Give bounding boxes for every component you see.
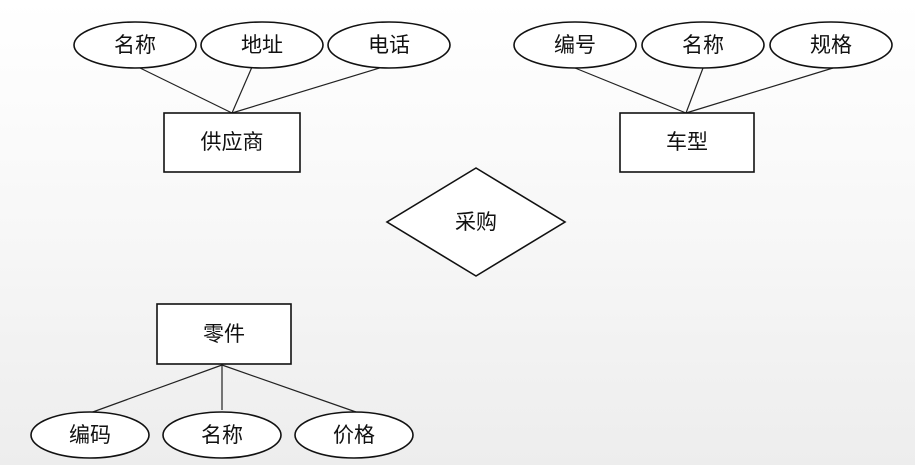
relationship-purchase: 采购 [385, 167, 567, 277]
entity-part-box [156, 303, 292, 365]
relationship-purchase-diamond [385, 167, 567, 277]
attribute-part-name: 名称 [162, 411, 282, 459]
attribute-vehicle-model-spec-label: 规格 [810, 33, 852, 57]
attribute-supplier-address-oval [200, 21, 324, 69]
attribute-part-code: 编码 [30, 411, 150, 459]
attribute-supplier-name-oval [73, 21, 197, 69]
entity-vehicle-model: 车型 [619, 112, 755, 173]
attribute-vehicle-model-id: 编号 [513, 21, 637, 69]
attribute-vehicle-model-name-label: 名称 [682, 33, 724, 57]
entity-vehicle-model-label: 车型 [666, 130, 708, 154]
relationship-purchase-label: 采购 [455, 210, 497, 234]
attribute-supplier-name-label: 名称 [114, 33, 156, 57]
attribute-supplier-phone: 电话 [327, 21, 451, 69]
attribute-vehicle-model-spec-oval [769, 21, 893, 69]
attribute-part-price-oval [294, 411, 414, 459]
entity-part: 零件 [156, 303, 292, 365]
attribute-supplier-name: 名称 [73, 21, 197, 69]
vehicle-model-name-edge [685, 67, 704, 114]
attribute-part-name-label: 名称 [201, 423, 243, 447]
attribute-part-price: 价格 [294, 411, 414, 459]
vehicle-model-spec-edge [685, 67, 834, 114]
attribute-part-code-label: 编码 [69, 423, 111, 447]
supplier-address-edge [231, 66, 253, 114]
entity-part-label: 零件 [203, 322, 245, 346]
attribute-supplier-phone-label: 电话 [368, 33, 410, 57]
entity-supplier-box [163, 112, 301, 173]
part-price-edge [221, 364, 357, 413]
attribute-supplier-phone-oval [327, 21, 451, 69]
supplier-name-edge [137, 66, 233, 114]
part-code-edge [89, 364, 223, 414]
attribute-vehicle-model-name-oval [641, 21, 765, 69]
attribute-part-code-oval [30, 411, 150, 459]
attribute-vehicle-model-name: 名称 [641, 21, 765, 69]
vehicle-model-id-edge [574, 67, 687, 114]
attribute-vehicle-model-id-label: 编号 [554, 33, 596, 57]
supplier-phone-edge [231, 66, 384, 114]
attribute-supplier-address-label: 地址 [241, 33, 283, 57]
attribute-part-name-oval [162, 411, 282, 459]
entity-vehicle-model-box [619, 112, 755, 173]
attribute-supplier-address: 地址 [200, 21, 324, 69]
entity-supplier: 供应商 [163, 112, 301, 173]
attribute-part-price-label: 价格 [333, 423, 375, 447]
entity-supplier-label: 供应商 [201, 130, 264, 154]
attribute-vehicle-model-spec: 规格 [769, 21, 893, 69]
attribute-vehicle-model-id-oval [513, 21, 637, 69]
